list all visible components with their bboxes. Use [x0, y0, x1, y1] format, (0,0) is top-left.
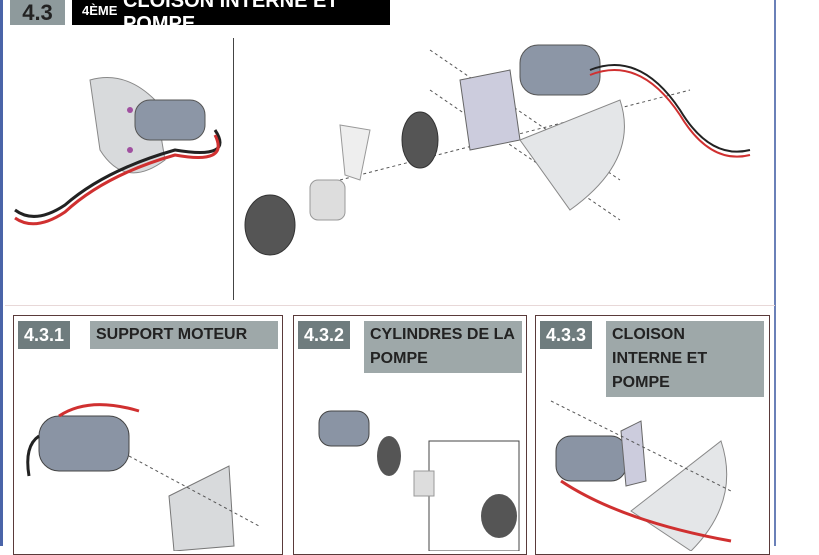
step-title: CLOISON INTERNE ET POMPE	[606, 321, 764, 397]
step-title: SUPPORT MOTEUR	[90, 321, 278, 349]
step-title: CYLINDRES DE LA POMPE	[364, 321, 522, 373]
step-number: 4.3.2	[298, 321, 351, 349]
divider	[233, 38, 234, 300]
step-panel-4-3-1: 4.3.1 SUPPORT MOTEUR	[13, 315, 283, 555]
section-title-sup: 4ÈME	[82, 3, 118, 18]
section-title-text: CLOISON INTERNE ET POMPE	[122, 0, 339, 35]
step-panel-4-3-2: 4.3.2 CYLINDRES DE LA POMPE	[293, 315, 527, 555]
separator	[5, 305, 775, 306]
pump-cylinders-illustration	[318, 410, 520, 551]
assembled-motor-illustration	[14, 77, 222, 226]
partition-pump-illustration	[550, 400, 732, 551]
exploded-view-illustration	[244, 44, 751, 256]
right-border	[774, 0, 776, 546]
motor-support-illustration	[26, 403, 260, 551]
left-border	[0, 0, 3, 546]
step-panel-4-3-3: 4.3.3 CLOISON INTERNE ET POMPE	[535, 315, 770, 555]
step-number: 4.3.3	[540, 321, 593, 349]
step-number: 4.3.1	[18, 321, 71, 349]
section-number: 4.3	[10, 0, 65, 25]
section-title: 4ÈME CLOISON INTERNE ET POMPE	[72, 0, 390, 35]
